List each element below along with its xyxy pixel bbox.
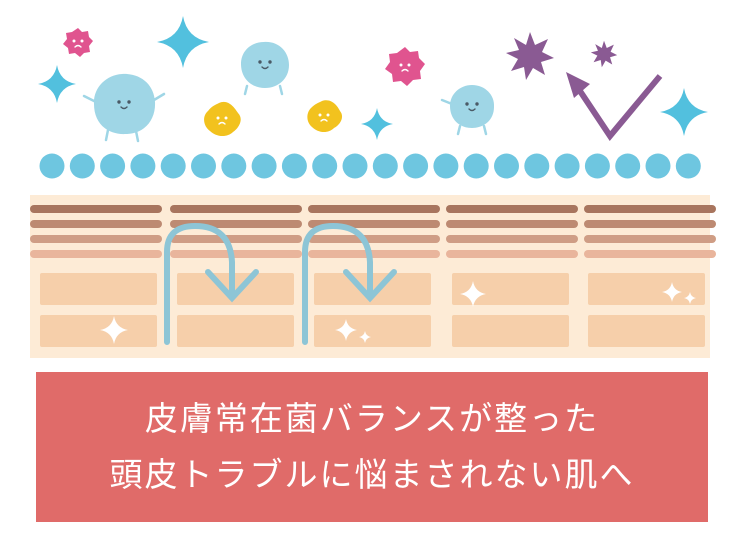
sparkle-icon	[157, 16, 209, 68]
barrier-dot	[191, 153, 216, 179]
skin-cell	[452, 273, 569, 305]
skin-stripe	[584, 220, 716, 228]
circulation-arrow-icon	[164, 222, 259, 345]
skin-stripe	[30, 235, 162, 243]
skin-cell	[314, 315, 431, 347]
barrier-dot	[645, 153, 671, 179]
skin-cell	[177, 273, 294, 305]
barrier-dot	[403, 153, 429, 179]
barrier-dot	[160, 153, 186, 179]
barrier-dots	[39, 153, 701, 179]
skin-stripe	[308, 205, 440, 213]
barrier-dot	[221, 153, 247, 179]
skin-stripe	[584, 235, 716, 243]
barrier-dot	[342, 153, 368, 179]
banner-line-1: 皮膚常在菌バランスが整った	[144, 399, 600, 438]
sparkle-icon	[660, 88, 708, 136]
barrier-dot	[100, 153, 126, 179]
barrier-dot	[251, 153, 277, 179]
barrier-dot	[372, 153, 398, 179]
skin-cells	[40, 273, 705, 347]
barrier-dot	[312, 153, 338, 179]
skin-stripe	[308, 235, 440, 243]
spiky-germ-icon	[506, 32, 554, 80]
barrier-dot	[433, 153, 459, 179]
good-bacteria-icon	[241, 41, 289, 96]
skin-cell	[588, 315, 705, 347]
barrier-dot	[39, 153, 65, 179]
skin-stripes	[30, 205, 716, 258]
circulation-arrow-icon	[302, 222, 397, 345]
skin-cell	[177, 315, 294, 347]
spiky-germ-icon	[590, 40, 618, 68]
skin-stripe	[30, 220, 162, 228]
skin-cell	[588, 273, 705, 305]
barrier-dot	[524, 153, 550, 179]
message-banner: 皮膚常在菌バランスが整った 頭皮トラブルに悩まされない肌へ	[36, 372, 708, 522]
banner-line-2: 頭皮トラブルに悩まされない肌へ	[109, 455, 635, 494]
skin-stripe	[446, 250, 578, 258]
barrier-dot	[69, 153, 95, 179]
skin-cell	[40, 273, 157, 305]
barrier-dot	[494, 153, 519, 179]
skin-cell	[40, 315, 157, 347]
barrier-dot	[281, 153, 307, 179]
skin-stripe	[446, 235, 578, 243]
skin-stripe	[170, 235, 302, 243]
skin-stripe	[584, 250, 716, 258]
good-bacteria-icon	[82, 73, 166, 143]
skin-stripe	[584, 205, 716, 213]
good-bacteria-icon	[440, 85, 495, 136]
bad-bacteria-icon	[307, 100, 343, 133]
bad-bacteria-icon	[204, 101, 241, 137]
skin-stripe	[30, 205, 162, 213]
skin-stripe	[446, 220, 578, 228]
barrier-dot	[615, 153, 641, 179]
barrier-dot	[675, 153, 701, 179]
skin-stripe	[308, 250, 440, 258]
skin-cell	[452, 315, 569, 347]
skin-stripe	[30, 250, 162, 258]
skin-stripe	[170, 250, 302, 258]
barrier-dot	[463, 153, 489, 179]
sparkle-icon	[361, 108, 393, 140]
bad-bacteria-icon	[385, 47, 425, 86]
bad-bacteria-icon	[63, 28, 93, 57]
barrier-dot	[584, 153, 610, 179]
skin-stripe	[170, 205, 302, 213]
deflect-arrow-icon	[566, 72, 663, 142]
skin-stripe	[446, 205, 578, 213]
sparkle-icon	[38, 65, 76, 103]
barrier-dot	[130, 153, 156, 179]
barrier-dot	[554, 153, 580, 179]
